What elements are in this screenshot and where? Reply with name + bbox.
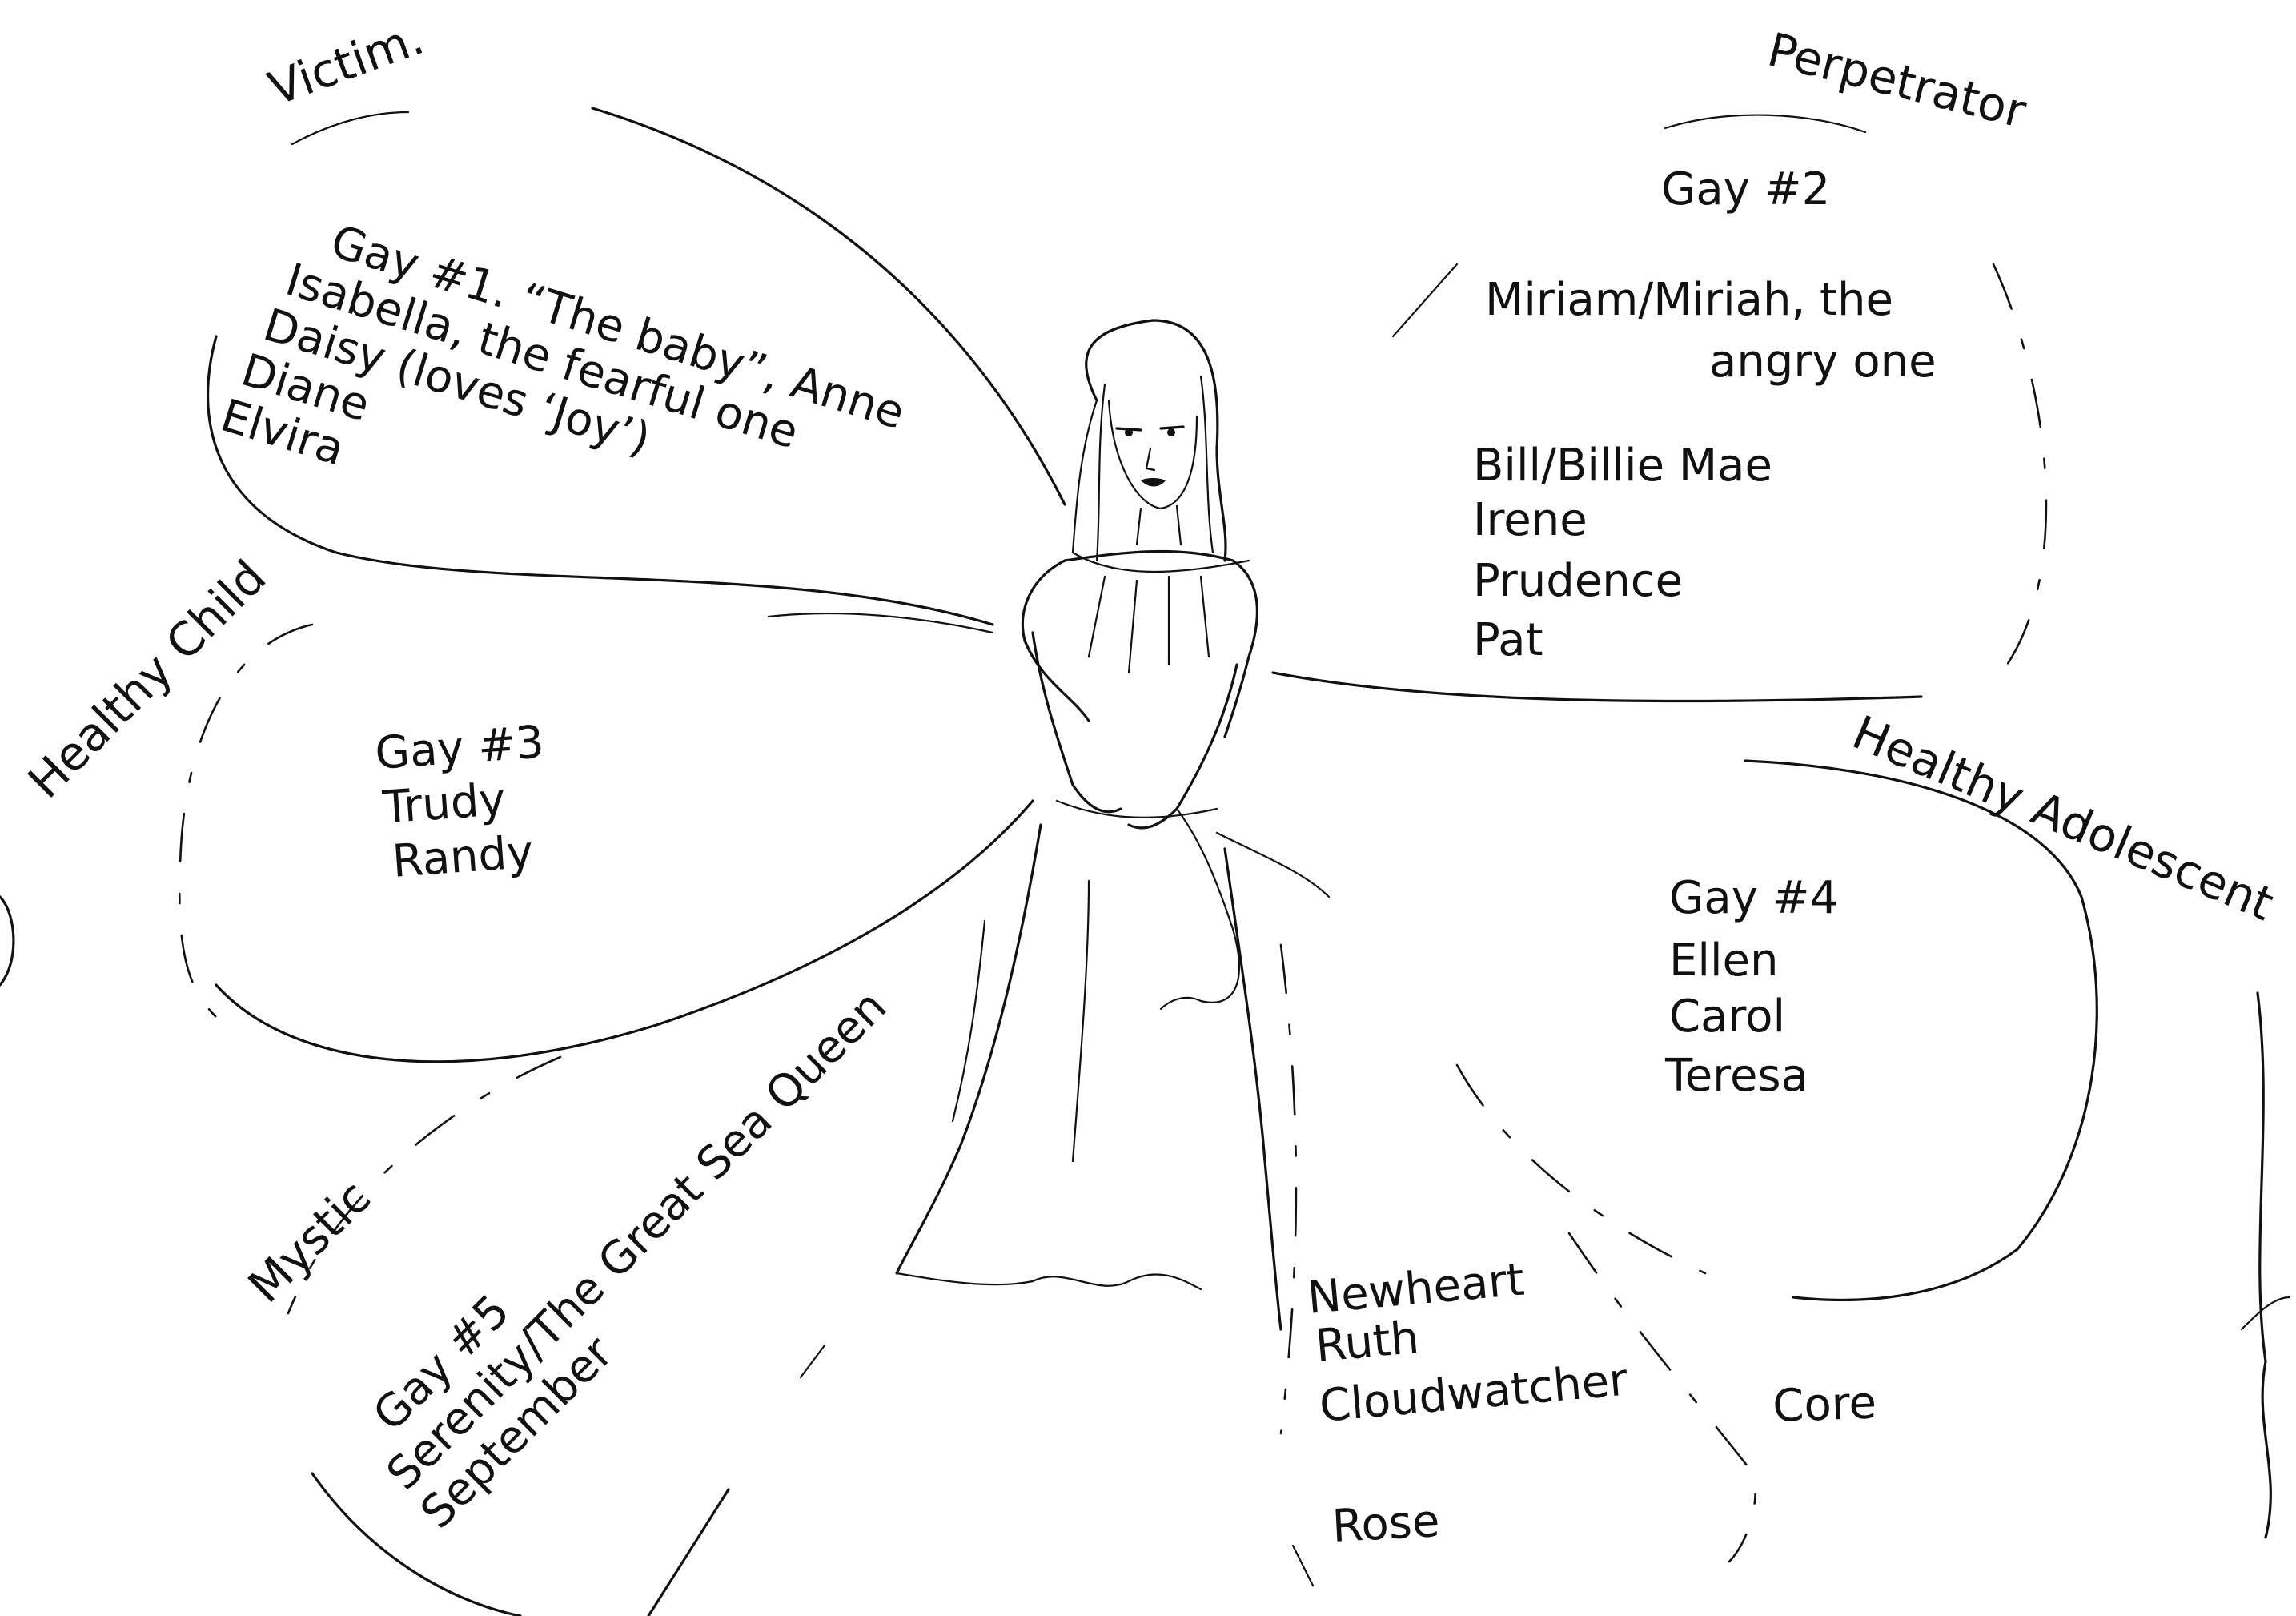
healthy-child-line-1: Gay #3	[373, 716, 545, 780]
core-label: Core	[1772, 1377, 1877, 1433]
healthy-child-label: Healthy Child	[18, 549, 277, 809]
healthy-adolescent-petal-outline	[1745, 761, 2097, 1300]
victim-label: Victim.	[262, 10, 431, 116]
healthy-adolescent-group: Gay #4 Ellen Carol Teresa	[1664, 872, 1838, 1102]
perpetrator-line-3: angry one	[1709, 336, 1937, 388]
healthy-child-petal-lower	[216, 801, 1033, 1062]
perpetrator-petal-top	[1665, 115, 1865, 132]
healthy-adolescent-line-1: Gay #4	[1669, 872, 1838, 924]
healthy-adolescent-line-2: Ellen	[1669, 935, 1778, 987]
healthy-child-petal-left	[179, 625, 312, 1017]
mystic-line-2: Serenity/The Great Sea Queen	[377, 980, 897, 1500]
core-line-2: Ruth	[1314, 1312, 1422, 1373]
healthy-adolescent-line-3: Carol	[1669, 991, 1785, 1043]
healthy-child-group: Gay #3 Trudy Randy	[373, 716, 553, 888]
healthy-child-line-2: Trudy	[380, 774, 507, 834]
right-edge-sketch	[2258, 993, 2270, 1538]
perpetrator-line-6: Prudence	[1473, 555, 1683, 607]
perpetrator-line-1: Gay #2	[1661, 163, 1830, 215]
perpetrator-line-2: Miriam/Miriah, the	[1485, 274, 1893, 326]
core-area-left	[1281, 945, 1296, 1433]
perpetrator-line-7: Pat	[1473, 614, 1543, 666]
victim-petal-outline	[592, 108, 1065, 504]
perpetrator-group: Gay #2 Miriam/Miriah, the angry one Bill…	[1473, 163, 1937, 666]
core-group: Newheart Ruth Cloudwatcher Rose	[1306, 1254, 1631, 1553]
victim-group: Gay #1. “The baby”, Anne Isabella, the f…	[215, 199, 910, 629]
mystic-group: Gay #5 Serenity/The Great Sea Queen Sept…	[339, 944, 933, 1538]
perpetrator-petal-right	[1993, 264, 2046, 673]
healthy-child-line-3: Randy	[391, 826, 535, 888]
mystic-label: Mystic	[238, 1170, 381, 1313]
perpetrator-label: Perpetrator	[1763, 22, 2032, 139]
core-line-4: Rose	[1331, 1495, 1441, 1553]
healthy-adolescent-label: Healthy Adolescent	[1845, 705, 2282, 931]
healthy-adolescent-line-4: Teresa	[1664, 1050, 1808, 1102]
woman-figure-drawing	[897, 320, 1329, 1329]
perpetrator-line-4: Bill/Billie Mae	[1473, 440, 1772, 492]
perpetrator-line-5: Irene	[1473, 494, 1588, 546]
perpetrator-petal-lower	[1273, 673, 1921, 701]
